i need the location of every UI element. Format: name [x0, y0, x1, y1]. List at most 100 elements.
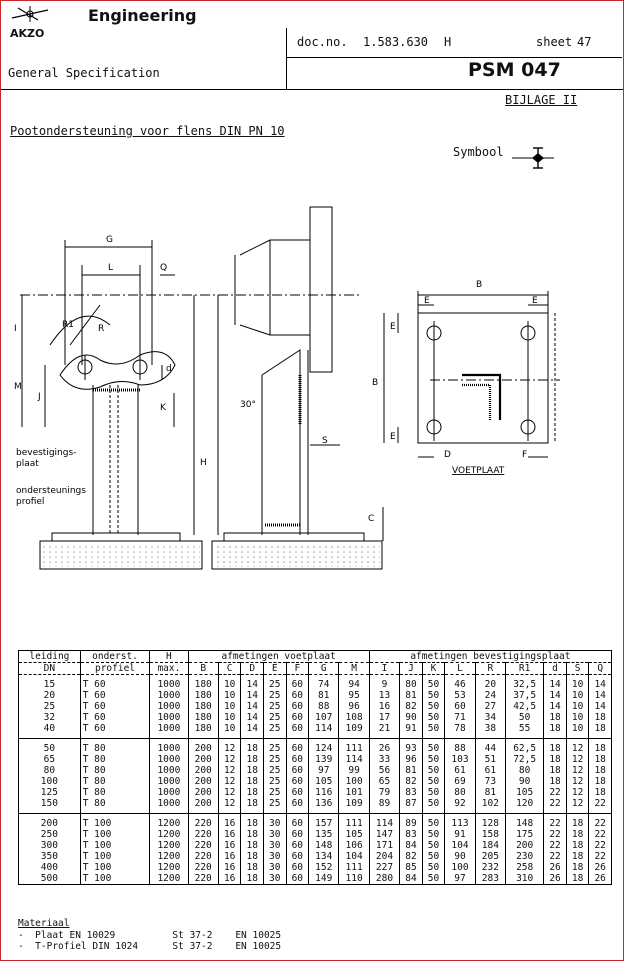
table-cell: 95	[338, 690, 370, 701]
table-cell: 22	[588, 851, 612, 862]
table-cell: 60	[285, 776, 310, 787]
table-cell: 12	[217, 776, 242, 787]
th-col-i: I	[368, 662, 401, 675]
table-cell: 85	[399, 862, 423, 873]
table-cell: 22	[543, 829, 567, 840]
table-cell: 81	[399, 765, 423, 776]
table-cell: 18	[240, 851, 264, 862]
table-cell: 91	[444, 829, 476, 840]
table-cell: 30	[262, 840, 287, 851]
table-cell: 1000	[149, 712, 189, 723]
table-cell: 1000	[149, 674, 189, 690]
table-cell: 50	[421, 798, 446, 814]
table-cell: 18	[240, 840, 264, 851]
table-cell: 180	[187, 712, 219, 723]
th-col-d: D	[240, 662, 264, 675]
table-cell: 90	[399, 712, 423, 723]
table-cell: 230	[505, 851, 545, 862]
table-cell: 200	[187, 754, 219, 765]
table-cell: 16	[217, 851, 242, 862]
table-cell: 50	[421, 851, 446, 862]
table-cell: 114	[338, 754, 370, 765]
th-profiel: profiel	[79, 662, 151, 675]
table-cell: 26	[588, 873, 612, 885]
department: Engineering	[88, 6, 197, 25]
table-cell: 100	[338, 776, 370, 787]
table-cell: 101	[338, 787, 370, 798]
table-cell: 25	[18, 701, 81, 712]
table-cell: 18	[240, 787, 264, 798]
table-cell: T 100	[79, 862, 151, 873]
table-cell: 12	[217, 787, 242, 798]
material-line-plaat: - Plaat EN 10029 St 37-2 EN 10025	[18, 930, 282, 941]
table-cell: 158	[474, 829, 507, 840]
table-cell: T 80	[79, 738, 151, 754]
label-bevestigingsplaat-2: plaat	[16, 459, 39, 469]
table-cell: 91	[399, 723, 423, 739]
table-cell: 204	[368, 851, 401, 862]
table-cell: 74	[308, 674, 340, 690]
table-cell: T 80	[79, 754, 151, 765]
table-cell: 60	[285, 873, 310, 885]
table-cell: 148	[505, 813, 545, 829]
table-cell: 72,5	[505, 754, 545, 765]
table-cell: 96	[338, 701, 370, 712]
table-cell: 30	[262, 813, 287, 829]
table-cell: 18	[543, 723, 567, 739]
table-cell: 18	[240, 873, 264, 885]
th-voetplaat: afmetingen voetplaat	[187, 650, 370, 663]
table-cell: 92	[444, 798, 476, 814]
table-cell: 61	[444, 765, 476, 776]
table-cell: T 80	[79, 798, 151, 814]
table-cell: 18	[543, 738, 567, 754]
table-cell: T 60	[79, 701, 151, 712]
dim-label-b-side: B	[372, 378, 378, 388]
table-cell: 30	[262, 851, 287, 862]
header-vrule	[286, 28, 287, 89]
table-cell: 16	[217, 840, 242, 851]
table-cell: 34	[474, 712, 507, 723]
table-cell: 152	[308, 862, 340, 873]
dimensions-table: leiding onderst. H afmetingen voetplaat …	[18, 650, 613, 885]
table-cell: 220	[187, 829, 219, 840]
table-cell: 50	[421, 813, 446, 829]
th-col-m: M	[338, 662, 370, 675]
table-cell: 50	[421, 873, 446, 885]
table-cell: 114	[308, 723, 340, 739]
table-cell: 300	[18, 840, 81, 851]
table-cell: 20	[474, 674, 507, 690]
table-cell: 18	[588, 776, 612, 787]
table-cell: 18	[240, 829, 264, 840]
logo-text: AKZO	[10, 27, 45, 40]
table-cell: 26	[543, 873, 567, 885]
table-cell: 25	[262, 754, 287, 765]
table-cell: 33	[368, 754, 401, 765]
table-cell: 13	[368, 690, 401, 701]
label-ondersteuning-2: profiel	[16, 497, 44, 507]
table-cell: 26	[543, 862, 567, 873]
table-cell: 136	[308, 798, 340, 814]
table-cell: 1000	[149, 798, 189, 814]
table-cell: 60	[285, 862, 310, 873]
table-cell: 200	[187, 738, 219, 754]
table-cell: 22	[543, 851, 567, 862]
table-cell: 30	[262, 829, 287, 840]
table-cell: 100	[444, 862, 476, 873]
th-col-r: R	[474, 662, 507, 675]
table-cell: 30	[262, 862, 287, 873]
table-cell: 124	[308, 738, 340, 754]
table-cell: 81	[474, 787, 507, 798]
dim-label-f: F	[522, 450, 527, 460]
th-leiding: leiding	[18, 650, 81, 663]
th-col-r1: R1	[505, 662, 545, 675]
table-cell: 18	[240, 798, 264, 814]
material-heading: Materiaal	[18, 918, 70, 929]
table-cell: 10	[217, 712, 242, 723]
table-cell: 12	[217, 798, 242, 814]
table-cell: 88	[308, 701, 340, 712]
table-cell: 109	[338, 798, 370, 814]
